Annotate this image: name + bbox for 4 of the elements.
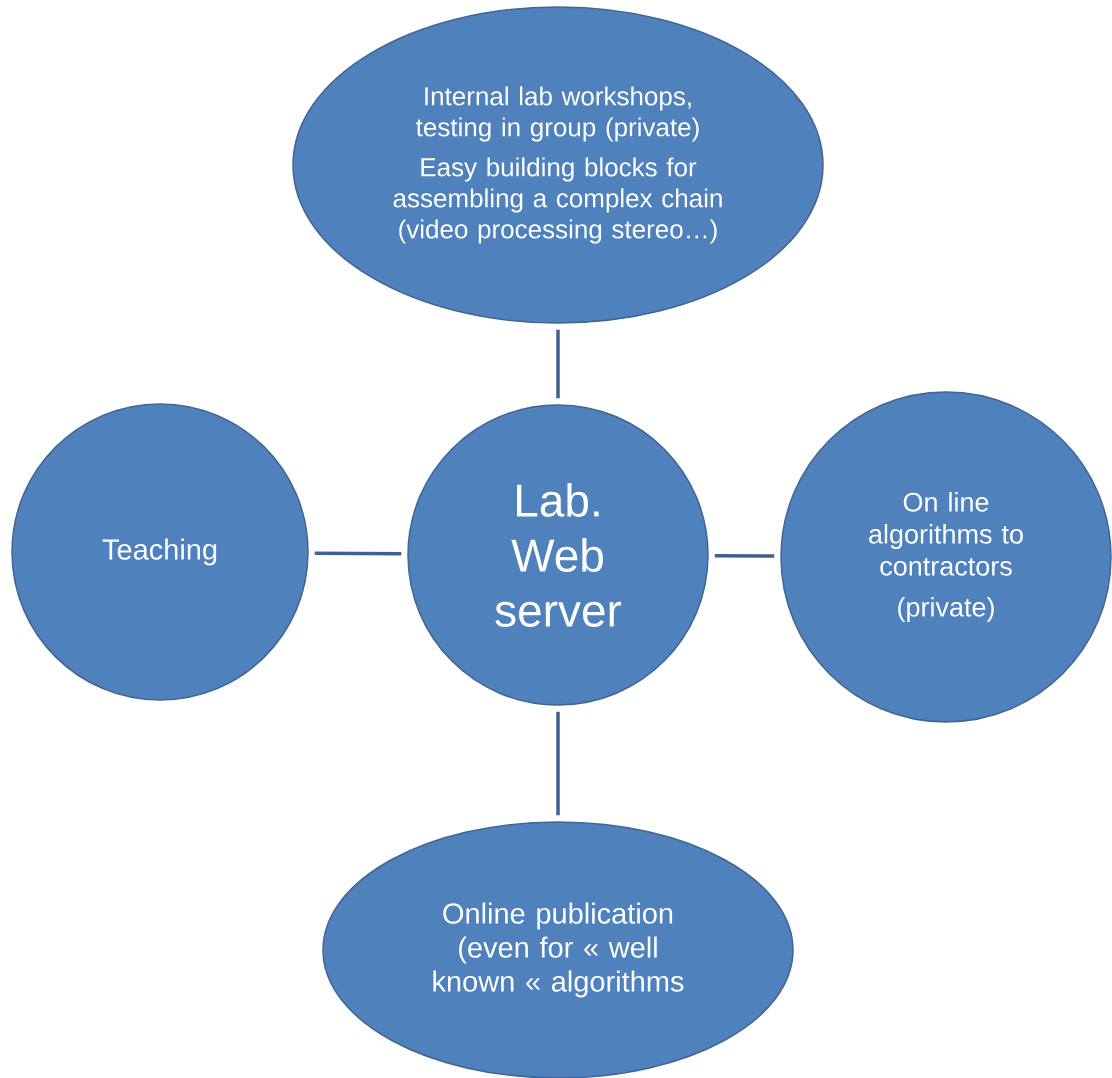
connector-line [314,551,402,556]
connector-line [556,329,560,399]
connector-line [556,711,560,816]
connector-line [714,554,775,558]
